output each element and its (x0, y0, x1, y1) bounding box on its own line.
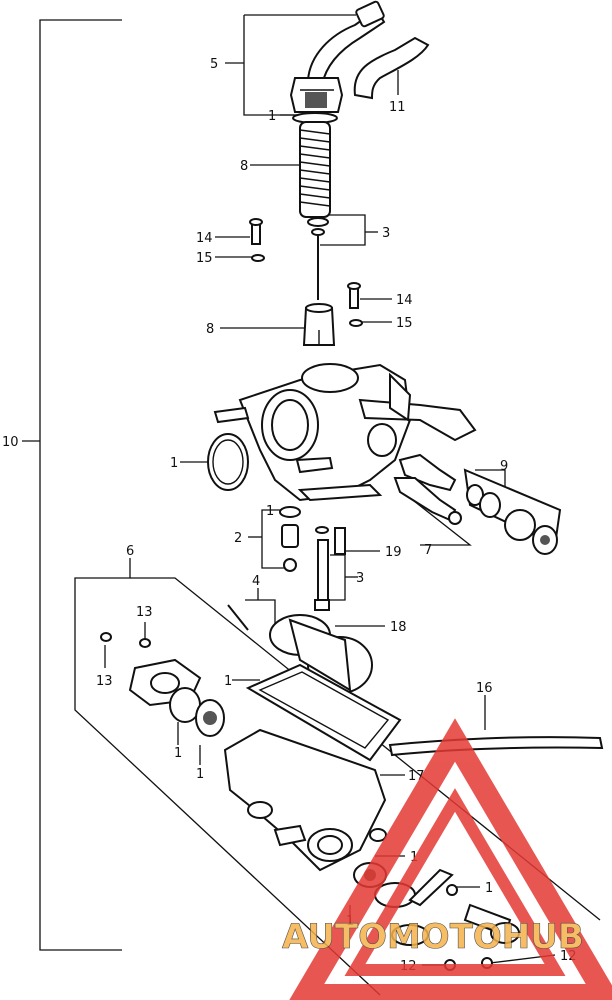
float-pin-4 (227, 604, 249, 631)
callout-15: 15 (396, 316, 413, 331)
callout-1: 1 (174, 746, 182, 761)
fuel-hose-16 (388, 736, 604, 757)
main-jet-3-19 (314, 526, 346, 611)
watermark-text: AUTOMOTOHUB (282, 917, 584, 957)
callout-9: 9 (500, 459, 508, 474)
carburetor-body (213, 363, 477, 502)
o-ring-cap-left (169, 687, 225, 737)
callout-14: 14 (396, 293, 413, 308)
callout-2: 2 (234, 531, 242, 546)
needle-clip (307, 217, 329, 300)
callout-1: 1 (266, 504, 274, 519)
callout-5: 5 (210, 57, 218, 72)
callout-1: 1 (268, 109, 276, 124)
callout-11: 11 (389, 100, 406, 115)
callout-3: 3 (382, 226, 390, 241)
callout-18: 18 (390, 620, 407, 635)
callout-13: 13 (136, 605, 153, 620)
callout-16: 16 (476, 681, 493, 696)
callout-15: 15 (196, 251, 213, 266)
callout-8: 8 (240, 159, 248, 174)
callout-1: 1 (410, 850, 418, 865)
top-cap-nut (289, 77, 344, 124)
callout-13: 13 (96, 674, 113, 689)
callout-1: 1 (196, 767, 204, 782)
choke-assembly-9 (463, 468, 562, 555)
screw-14-15-right (347, 282, 363, 327)
callout-7: 7 (424, 543, 432, 558)
screw-14-15-left (249, 218, 265, 262)
callout-6: 6 (126, 544, 134, 559)
callout-10: 10 (2, 435, 19, 450)
gasket-ring-left (207, 433, 249, 491)
callout-14: 14 (196, 231, 213, 246)
throttle-cable-top (306, 0, 386, 87)
throttle-spring (299, 121, 331, 218)
watermark-logo: AUTOMOTOHUB (282, 718, 612, 1000)
callout-3: 3 (356, 571, 364, 586)
jet-parts-2 (279, 506, 301, 572)
screws-13 (100, 632, 151, 648)
callout-19: 19 (385, 545, 402, 560)
float-18 (269, 614, 373, 694)
throttle-valve (302, 303, 336, 346)
callout-1: 1 (485, 881, 493, 896)
pilot-screw-assembly (393, 453, 462, 525)
float-bowl (223, 728, 387, 872)
float-chamber-gasket (245, 663, 402, 762)
callout-4: 4 (252, 574, 260, 589)
callout-1: 1 (170, 456, 178, 471)
callout-8: 8 (206, 322, 214, 337)
hose-11 (353, 36, 430, 100)
callout-1: 1 (224, 674, 232, 689)
